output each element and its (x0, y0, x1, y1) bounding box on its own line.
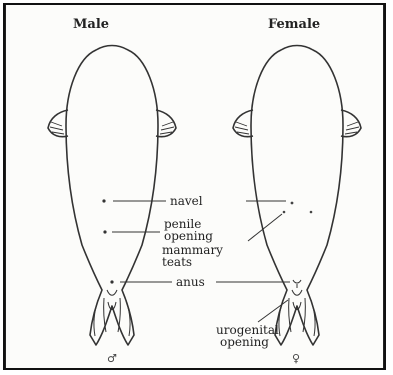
female-teat-dot-left (283, 211, 286, 214)
male-body-outline (48, 46, 176, 346)
male-anus-dot (110, 280, 113, 283)
label-penile-line2: opening (164, 229, 213, 243)
male-penile-dot (103, 230, 106, 233)
title-female: Female (268, 17, 320, 32)
female-symbol: ♀ (292, 352, 300, 365)
urogenital-leader (258, 300, 288, 322)
female-navel-dot (291, 202, 294, 205)
male-symbol: ♂ (107, 352, 117, 365)
label-anus: anus (176, 275, 205, 289)
male-navel-dot (102, 199, 105, 202)
label-mammary-line2: teats (162, 255, 192, 269)
female-teat-dot-right (310, 211, 313, 214)
female-body-outline (233, 46, 361, 346)
title-male: Male (73, 17, 109, 32)
label-navel: navel (170, 194, 203, 208)
label-urogenital-line2: opening (220, 335, 269, 349)
